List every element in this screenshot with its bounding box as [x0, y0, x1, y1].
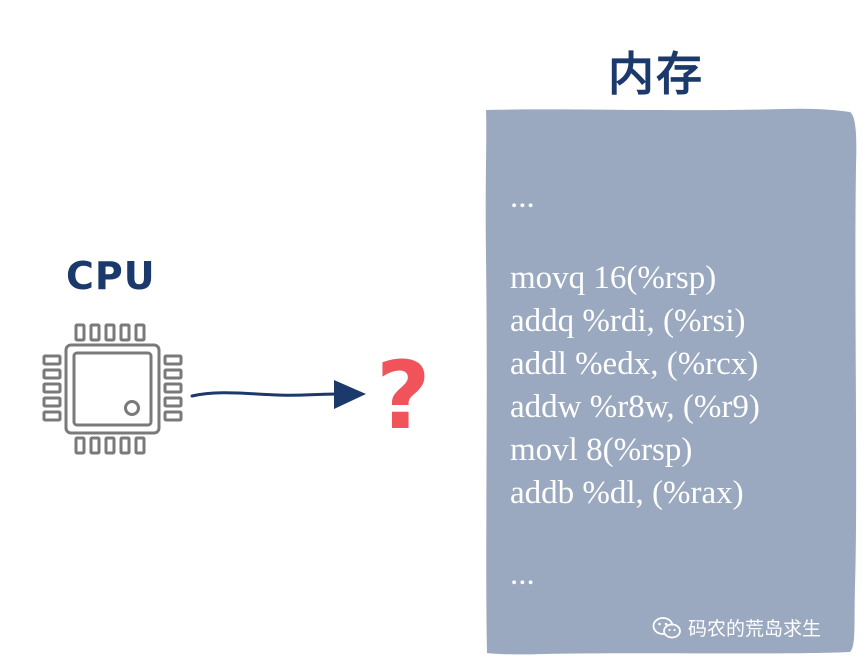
memory-spacer [510, 219, 760, 257]
cpu-chip-icon [40, 320, 185, 458]
question-mark: ? [376, 342, 431, 451]
instruction-line: movq 16(%rsp) [510, 260, 717, 296]
cpu-label: CPU [66, 254, 156, 298]
memory-contents: ... movq 16(%rsp) addq %rdi, (%rsi) addl… [510, 176, 760, 596]
watermark: 码农的荒岛求生 [652, 614, 821, 641]
memory-ellipsis-top: ... [510, 179, 535, 215]
arrow-right-icon [188, 370, 368, 420]
instruction-line: addw %r8w, (%r9) [510, 389, 760, 425]
instruction-line: addb %dl, (%rax) [510, 475, 744, 511]
watermark-text: 码农的荒岛求生 [688, 618, 822, 640]
instruction-line: movl 8(%rsp) [510, 432, 693, 468]
memory-ellipsis-bottom: ... [510, 556, 535, 592]
instruction-line: addq %rdi, (%rsi) [510, 303, 746, 339]
memory-spacer [510, 515, 760, 553]
instruction-line: addl %edx, (%rcx) [510, 346, 759, 382]
memory-box: ... movq 16(%rsp) addq %rdi, (%rsi) addl… [484, 106, 860, 658]
memory-title: 内存 [608, 47, 704, 101]
wechat-icon [652, 616, 681, 638]
